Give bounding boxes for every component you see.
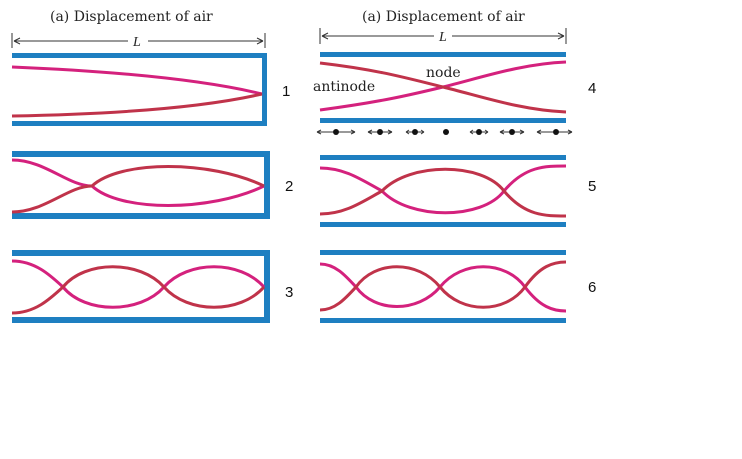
tube-label-6: 6: [588, 279, 596, 296]
tube-6: [319, 250, 567, 323]
tube-label-5: 5: [588, 178, 596, 195]
tube-1: [11, 53, 267, 126]
antinode-label: antinode: [313, 79, 375, 95]
right-length-label: L: [438, 30, 447, 45]
tube-4: [319, 52, 567, 123]
tube-label-3: 3: [285, 284, 293, 301]
tube-label-4: 4: [588, 80, 596, 97]
tube-label-2: 2: [285, 178, 293, 195]
left-length-dimension: L: [11, 33, 266, 50]
right-length-dimension: L: [319, 28, 567, 45]
node-label: node: [426, 65, 461, 81]
left-length-label: L: [132, 35, 141, 50]
air-molecules-row: [316, 129, 573, 135]
right-heading: (a) Displacement of air: [362, 9, 525, 25]
tube-2: [11, 151, 270, 219]
tube-label-1: 1: [282, 83, 290, 100]
tube-3: [11, 250, 270, 323]
tube-5: [319, 155, 567, 227]
left-heading: (a) Displacement of air: [50, 9, 213, 25]
